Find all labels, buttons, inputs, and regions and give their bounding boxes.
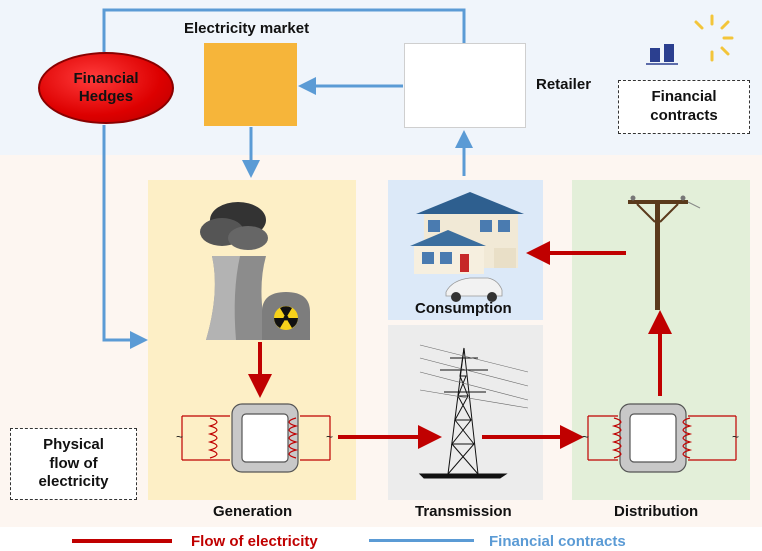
- financial-hedges-node: Financial Hedges: [38, 52, 174, 124]
- financial-hedges-label: Financial Hedges: [73, 70, 139, 105]
- electricity-market-title: Electricity market: [184, 20, 310, 37]
- financial-contracts-box: Financial contracts: [618, 80, 750, 134]
- consumption-title: Consumption: [415, 300, 512, 317]
- svg-text:~: ~: [176, 430, 183, 444]
- transmission-panel: [388, 325, 543, 500]
- flow-legend-label: Flow of electricity: [191, 533, 318, 550]
- utility-pole-icon: [628, 195, 701, 310]
- physical-flow-box: Physical flow of electricity: [10, 428, 137, 500]
- market-to-hedges-line: [102, 8, 466, 52]
- house-car-icon: [410, 192, 524, 302]
- flow-legend-swatch: [72, 539, 172, 543]
- financial-legend-label: Financial contracts: [489, 533, 626, 550]
- generation-title: Generation: [213, 503, 293, 520]
- transformer-icon: [181, 403, 331, 473]
- physical-flow-label: Physical flow of electricity: [38, 435, 109, 491]
- financial-legend-swatch: [369, 539, 474, 542]
- transmission-title: Transmission: [415, 503, 512, 520]
- svg-text:~: ~: [582, 430, 589, 444]
- svg-text:~: ~: [732, 430, 739, 444]
- retailer-tile: [404, 43, 526, 128]
- electricity-market-tile: [204, 43, 297, 126]
- retailer-title: Retailer: [536, 76, 592, 93]
- company-logo-icon: [646, 14, 734, 65]
- transformer-icon: [587, 403, 737, 473]
- distribution-title: Distribution: [614, 503, 699, 520]
- financial-contracts-box-label: Financial contracts: [650, 88, 718, 124]
- transmission-tower-icon: [418, 344, 529, 479]
- financial-contract-lines: [102, 8, 473, 349]
- electricity-flow-lines: [248, 241, 672, 449]
- hedges-to-generation-line: [102, 125, 148, 349]
- nuclear-plant-icon: [200, 202, 310, 340]
- svg-text:~: ~: [326, 430, 333, 444]
